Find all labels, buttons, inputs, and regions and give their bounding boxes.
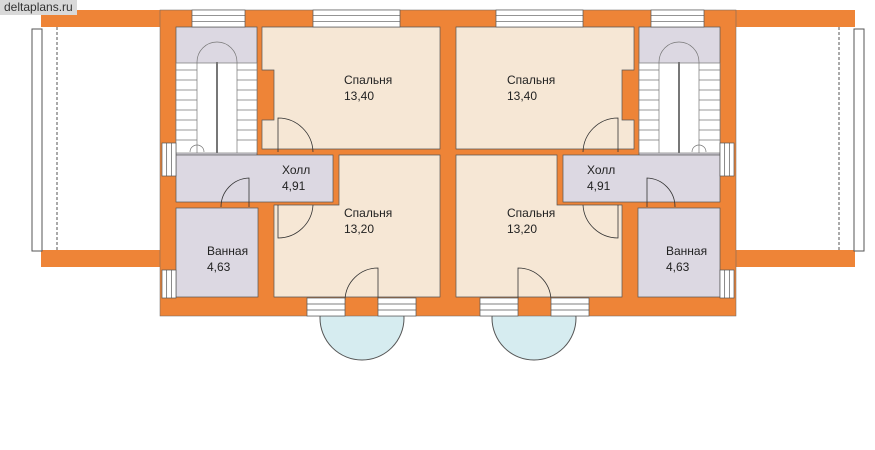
- window: [306, 297, 346, 317]
- room-bedroom-bottom-right: [455, 154, 623, 298]
- window: [377, 297, 417, 317]
- window: [161, 269, 177, 299]
- window: [191, 9, 246, 28]
- room-bedroom-top-right: [455, 26, 635, 150]
- window: [719, 142, 735, 177]
- window: [479, 297, 519, 317]
- room-bath-left: [175, 207, 259, 298]
- room-hall-right: [562, 154, 721, 203]
- window: [650, 9, 705, 28]
- room-bedroom-bottom-left: [273, 154, 441, 298]
- site-watermark: deltaplans.ru: [0, 0, 77, 15]
- room-bedroom-top-left: [261, 26, 441, 150]
- stairs-left-icon: [175, 41, 258, 154]
- window: [312, 9, 401, 28]
- door-arcs: [220, 117, 676, 301]
- window: [495, 9, 584, 28]
- left-terrace: [31, 10, 166, 267]
- windows: [161, 9, 735, 317]
- room-hall-left: [175, 154, 334, 203]
- window: [550, 297, 590, 317]
- room-bath-right: [637, 207, 721, 298]
- right-terrace: [730, 10, 865, 267]
- window: [719, 269, 735, 299]
- window: [161, 142, 177, 177]
- stairs-right-icon: [638, 41, 721, 154]
